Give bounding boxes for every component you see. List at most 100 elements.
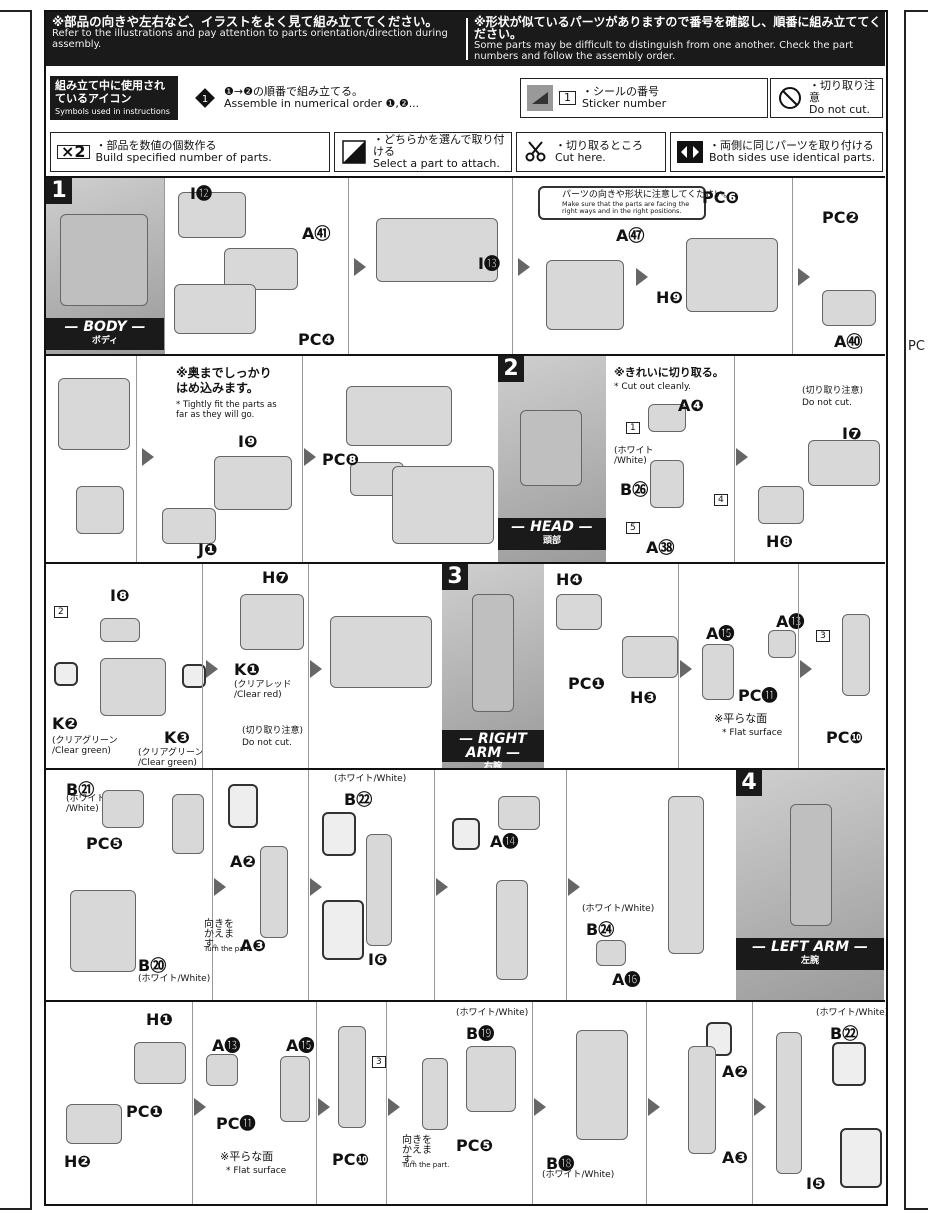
legend-order-jp: ❶→❷の順番で組み立てる。 bbox=[224, 85, 363, 98]
part-art bbox=[224, 248, 298, 290]
part-label: K❶ bbox=[234, 660, 260, 679]
part-label: A⓭ bbox=[212, 1036, 241, 1055]
body-banner-jp: ボディ bbox=[91, 336, 119, 346]
part-label: A❷ bbox=[722, 1062, 748, 1081]
part-art bbox=[808, 440, 880, 486]
row-rightarm-leftarm: B㉑ (ホワイト /White) PC❺ B⑳ (ホワイト/White) A❷ … bbox=[46, 768, 885, 1000]
detail-inset bbox=[452, 818, 480, 850]
white-note: (ホワイト/White) bbox=[456, 1008, 529, 1018]
part-label: PC❿ bbox=[332, 1150, 370, 1169]
part-art bbox=[206, 1054, 238, 1086]
part-art bbox=[556, 594, 602, 630]
part-art bbox=[134, 1042, 186, 1084]
sticker-box: 1 bbox=[626, 422, 640, 434]
nocut-note-en: Do not cut. bbox=[242, 738, 292, 748]
flat-surface-jp: ※平らな面 bbox=[714, 712, 768, 725]
part-label: H❽ bbox=[766, 532, 793, 551]
part-art bbox=[842, 614, 870, 696]
part-label: A⓯ bbox=[706, 624, 735, 643]
orientation-note-jp: パーツの向きや形状に注意してください。 bbox=[562, 190, 733, 200]
part-label: PC⓫ bbox=[738, 686, 778, 705]
part-art bbox=[758, 486, 804, 524]
part-label: I⓬ bbox=[190, 184, 212, 203]
next-arrow bbox=[800, 660, 812, 678]
part-label: H❼ bbox=[262, 568, 289, 587]
legend-nocut-jp: ・切り取り注意 bbox=[809, 79, 875, 104]
part-art bbox=[776, 1032, 802, 1174]
body-photo: 1 — BODY —ボディ bbox=[46, 178, 164, 354]
part-label: B⓲ bbox=[546, 1154, 575, 1173]
white-note: (ホワイト/White) bbox=[816, 1008, 889, 1018]
body-photo-part bbox=[60, 214, 148, 306]
part-label: A㊵ bbox=[834, 332, 863, 351]
part-label: PC❶ bbox=[568, 674, 606, 693]
part-label: A㊶ bbox=[302, 224, 331, 243]
cut-cleanly-en: * Cut out cleanly. bbox=[614, 382, 691, 392]
part-art bbox=[214, 456, 292, 510]
legend-select-en: Select a part to attach. bbox=[373, 157, 500, 170]
part-art bbox=[102, 790, 144, 828]
svg-text:1: 1 bbox=[202, 94, 208, 105]
part-art bbox=[576, 1030, 628, 1140]
part-art bbox=[260, 846, 288, 938]
step-number-2: 2 bbox=[498, 356, 524, 382]
part-art bbox=[76, 486, 124, 534]
next-arrow bbox=[680, 660, 692, 678]
sticker-box: 3 bbox=[372, 1056, 386, 1068]
part-art bbox=[330, 616, 432, 688]
sticker-number-box: 1 bbox=[559, 91, 576, 105]
divider bbox=[316, 1002, 317, 1204]
part-label: PC❶ bbox=[126, 1102, 164, 1121]
legend-multiply-jp: ・部品を数値の個数作る bbox=[95, 139, 217, 152]
part-label: B㉒ bbox=[344, 790, 373, 809]
leftarm-banner-en: — LEFT ARM — bbox=[752, 939, 868, 955]
rightarm-banner-jp: 右腕 bbox=[483, 762, 502, 772]
divider bbox=[566, 770, 567, 1000]
detail-inset bbox=[54, 662, 78, 686]
symbols-title-en: Symbols used in instructions bbox=[55, 107, 170, 116]
part-art bbox=[338, 1026, 366, 1128]
header-separator bbox=[466, 18, 468, 60]
next-arrow bbox=[534, 1098, 546, 1116]
part-label: A㊳ bbox=[646, 538, 675, 557]
next-arrow bbox=[388, 1098, 400, 1116]
part-art bbox=[688, 1046, 716, 1154]
select-part-icon bbox=[341, 139, 367, 165]
sticker-box: 3 bbox=[816, 630, 830, 642]
right-page-edge: PC bbox=[904, 10, 928, 1210]
part-label: A❷ bbox=[230, 852, 256, 871]
leftarm-banner-jp: 左腕 bbox=[800, 956, 819, 966]
rightarm-photo: 3 — RIGHT ARM —右腕 bbox=[442, 564, 544, 772]
part-art bbox=[466, 1046, 516, 1112]
white-note: (ホワイト/White) bbox=[582, 904, 655, 914]
symbols-title: 組み立て中に使用されているアイコン bbox=[55, 79, 165, 105]
divider bbox=[202, 564, 203, 768]
part-label: I⓭ bbox=[478, 254, 500, 273]
part-label: B⓳ bbox=[466, 1024, 495, 1043]
detail-inset bbox=[840, 1128, 882, 1188]
step-number-3: 3 bbox=[442, 564, 468, 590]
part-art bbox=[366, 834, 392, 946]
head-banner-jp: 頭部 bbox=[542, 536, 561, 546]
part-art bbox=[702, 644, 734, 700]
part-label: B⑳ bbox=[138, 956, 167, 975]
divider bbox=[792, 178, 793, 354]
part-art bbox=[596, 940, 626, 966]
divider bbox=[212, 770, 213, 1000]
part-label: I❼ bbox=[842, 424, 862, 443]
part-art bbox=[546, 260, 624, 330]
turn-part-en: Turn the part. bbox=[204, 945, 252, 953]
part-label: J❶ bbox=[198, 540, 218, 559]
part-art bbox=[178, 192, 246, 238]
sticker-box: 4 bbox=[714, 494, 728, 506]
legend-cut-en: Cut here. bbox=[555, 151, 606, 164]
header-right-jp: ※形状が似ているパーツがありますので番号を確認し、順番に組み立ててください。 bbox=[474, 15, 882, 41]
tight-fit-note: ※奥までしっかりはめ込みます。 bbox=[176, 366, 272, 396]
body-banner-en: — BODY — bbox=[64, 319, 146, 335]
both-sides-icon bbox=[677, 139, 703, 165]
sticker-box: 2 bbox=[54, 606, 68, 618]
part-art bbox=[498, 796, 540, 830]
